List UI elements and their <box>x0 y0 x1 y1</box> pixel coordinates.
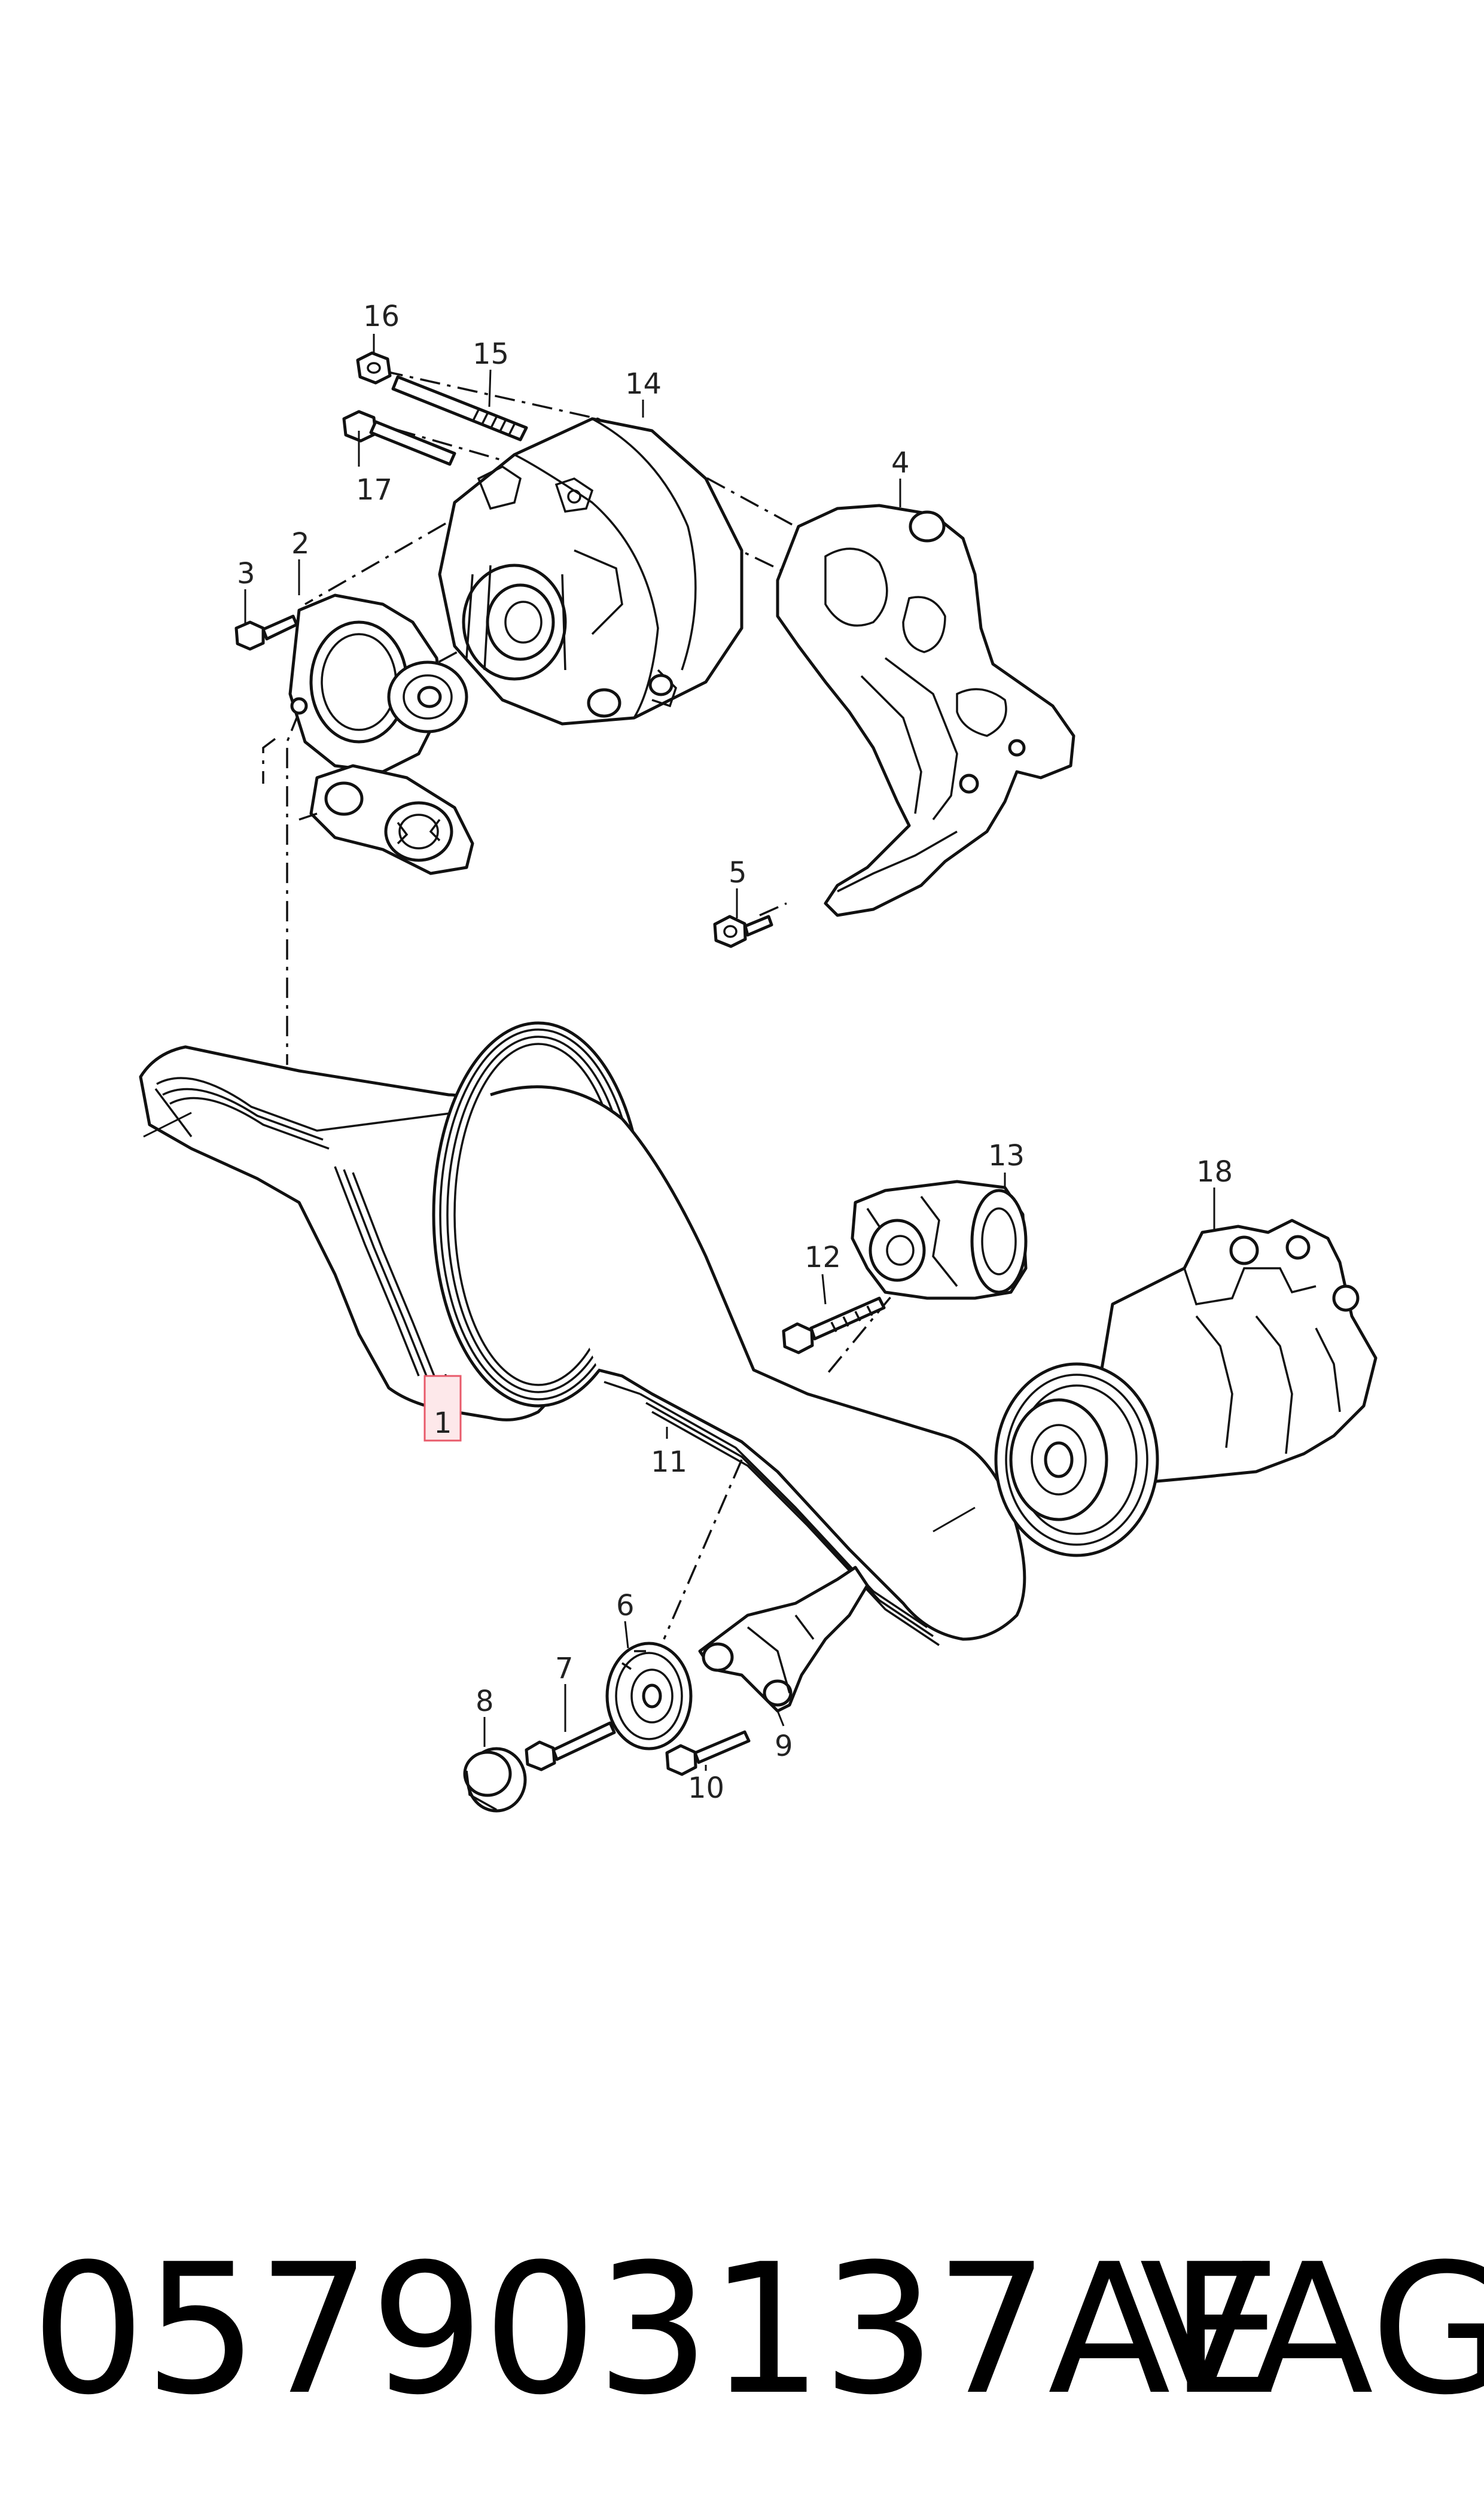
bolt-5 <box>713 915 773 948</box>
callout-15: 15 <box>473 337 509 371</box>
idler-pulley-6 <box>605 1642 693 1750</box>
callout-18: 18 <box>1196 1155 1233 1189</box>
callout-10: 10 <box>688 1771 724 1805</box>
callout-6: 6 <box>616 1589 635 1622</box>
part-number: 057903137AE <box>31 2225 1283 2434</box>
dust-cap-8 <box>463 1747 527 1813</box>
callout-12: 12 <box>805 1241 841 1274</box>
callout-17: 17 <box>356 473 392 507</box>
bolt-3 <box>234 614 298 651</box>
bolt-10 <box>665 1730 751 1776</box>
callout-13: 13 <box>988 1139 1025 1173</box>
bracket-4 <box>776 504 1075 917</box>
callout-16: 16 <box>363 300 400 333</box>
belt-tensioner-2 <box>288 593 474 875</box>
stud-15 <box>391 375 528 442</box>
bolt-12 <box>782 1296 886 1354</box>
bolt-17 <box>342 410 456 466</box>
callout-11: 11 <box>651 1445 687 1479</box>
callout-8: 8 <box>476 1685 494 1718</box>
callout-1-highlight-box <box>423 1375 462 1442</box>
bracket-9 <box>698 1566 869 1713</box>
bolt-7 <box>525 1721 616 1771</box>
nut-16 <box>356 351 392 385</box>
alternator-14 <box>438 417 743 726</box>
callout-7: 7 <box>555 1652 574 1685</box>
callout-5: 5 <box>729 856 747 890</box>
callout-3: 3 <box>237 557 255 590</box>
callout-2: 2 <box>291 527 310 561</box>
brand-name: VAG <box>1139 2225 1484 2434</box>
callout-4: 4 <box>891 446 910 480</box>
tensioner-13 <box>851 1180 1028 1300</box>
callout-labels: 1 2 3 4 5 6 7 8 9 10 11 12 13 14 15 16 1… <box>237 300 1233 1805</box>
callout-9: 9 <box>775 1730 793 1763</box>
callout-1: 1 <box>434 1406 452 1440</box>
ac-compressor-18 <box>994 1219 1378 1557</box>
callout-14: 14 <box>625 367 662 401</box>
